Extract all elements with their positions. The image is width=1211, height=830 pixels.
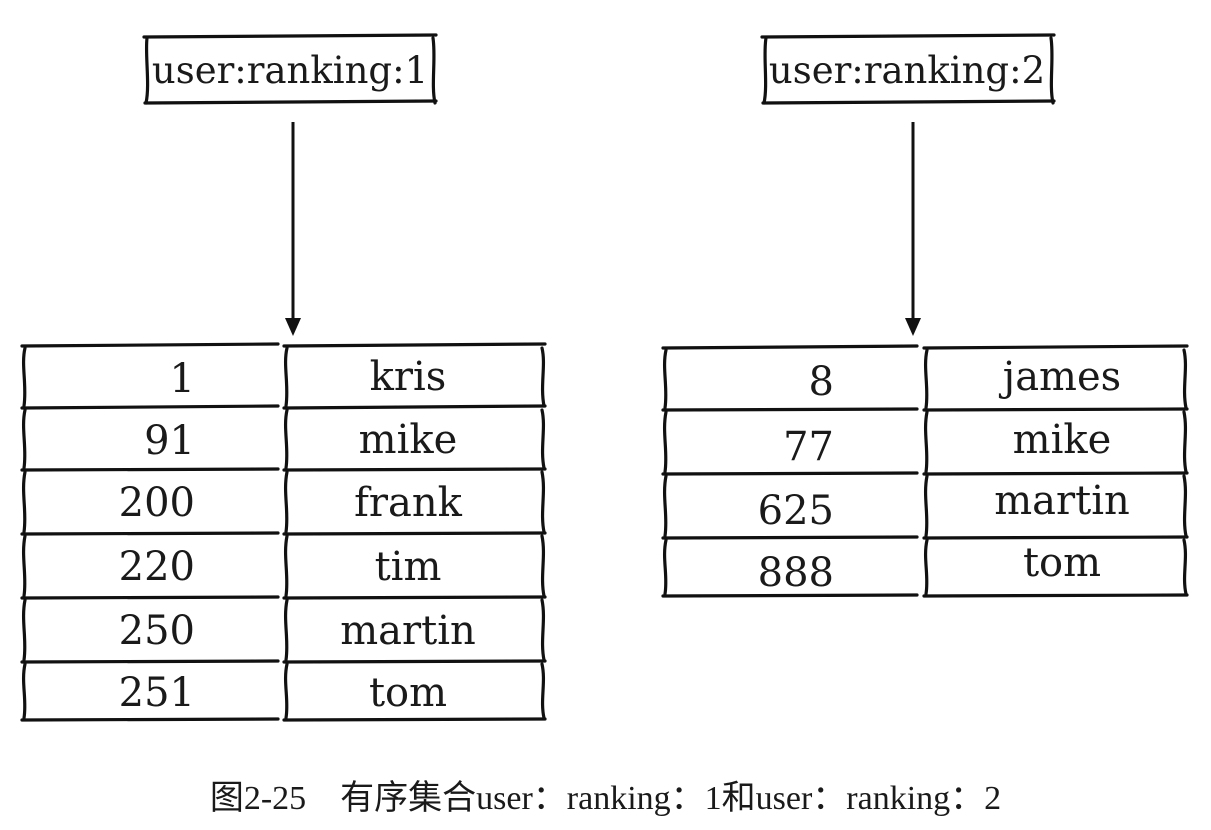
member-cell: frank [354,480,463,526]
score-cell: 250 [119,608,195,654]
table-2: 8 james 77 mike 625 martin 888 tom [661,344,1189,598]
score-cell: 220 [119,544,195,590]
sorted-set-1: user:ranking:1 [20,33,547,722]
score-cell: 200 [119,480,195,526]
member-cell: tom [1023,540,1101,586]
member-cell: tom [369,670,447,716]
member-cell: kris [370,354,447,400]
table-row: 77 mike [783,417,1111,470]
figure-caption: 图2-25 有序集合user：ranking：1和user：ranking：2 [209,780,1002,817]
arrow-1 [285,122,301,336]
member-cell: martin [340,608,476,654]
table-row: 250 martin [119,608,476,654]
key-label-1: user:ranking:1 [152,49,428,92]
member-cell: mike [359,417,458,463]
table-row: 888 tom [758,540,1101,596]
sorted-set-2: user:ranking:2 [661,33,1189,598]
score-cell: 888 [758,550,834,596]
table-row: 251 tom [119,670,447,716]
member-cell: martin [994,478,1130,524]
score-cell: 625 [758,488,834,534]
score-cell: 77 [783,424,834,470]
arrow-2 [905,122,921,336]
member-cell: tim [375,544,442,590]
table-row: 625 martin [758,478,1130,534]
table-row: 220 tim [119,544,442,590]
member-cell: james [999,354,1121,400]
table-1: 1 kris 91 mike 200 frank 220 tim 250 mar… [20,342,547,722]
score-cell: 91 [144,418,195,464]
score-cell: 1 [170,356,195,402]
table-row: 1 kris [170,354,447,402]
key-box-1: user:ranking:1 [142,33,438,105]
key-label-2: user:ranking:2 [769,49,1045,92]
key-box-2: user:ranking:2 [760,33,1056,105]
member-cell: mike [1013,417,1112,463]
table-row: 8 james [809,354,1122,405]
score-cell: 8 [809,359,834,405]
score-cell: 251 [119,670,195,716]
table-row: 200 frank [119,480,463,526]
table-row: 91 mike [144,417,457,464]
